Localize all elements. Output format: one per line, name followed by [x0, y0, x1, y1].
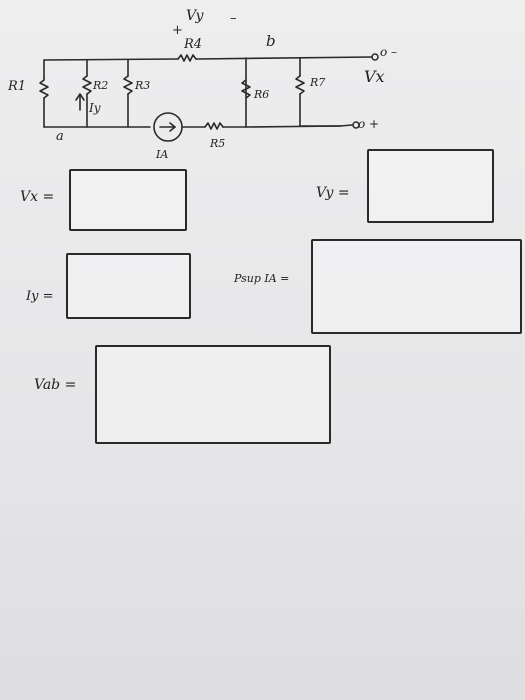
r1-label: R1	[7, 79, 26, 94]
r5-resistor	[204, 122, 224, 130]
r7-resistor	[295, 75, 305, 95]
vy-minus-label: –	[230, 11, 237, 26]
terminal-top-label: o –	[380, 45, 397, 59]
r2-label: R2	[92, 79, 108, 92]
iy-answer-box[interactable]	[66, 253, 191, 319]
vx-answer-label: Vx =	[20, 189, 55, 205]
psup-answer-label: Psup IA =	[234, 272, 290, 285]
node-a-label: a	[56, 129, 64, 144]
r5-label: R5	[209, 137, 225, 150]
psup-answer-box[interactable]	[311, 239, 522, 334]
r4-label: R4	[183, 37, 202, 52]
r3-resistor	[123, 75, 133, 95]
vy-answer-box[interactable]	[367, 149, 494, 223]
r6-resistor	[241, 79, 251, 99]
iy-circuit-label: Iy	[88, 101, 101, 115]
r1-resistor	[39, 79, 49, 99]
iy-answer-label: Iy =	[26, 289, 54, 304]
terminal-bottom-label: o +	[358, 117, 379, 131]
vy-label: Vy	[186, 8, 205, 24]
r6-label: R6	[253, 88, 269, 101]
vab-answer-box[interactable]	[95, 345, 331, 444]
circuit-diagram: + Vy – R4 b o – Vx R1 R2 R3 Iy R6 R7 o +…	[7, 8, 397, 160]
r3-label: R3	[134, 79, 150, 92]
vy-answer-label: Vy =	[316, 185, 350, 201]
node-b-label: b	[266, 32, 276, 50]
r7-label: R7	[309, 76, 325, 89]
vx-answer-box[interactable]	[69, 169, 187, 231]
vy-plus-label: +	[172, 23, 183, 38]
r2-resistor	[82, 75, 92, 95]
vx-circuit-label: Vx	[364, 67, 385, 86]
r4-resistor	[177, 54, 197, 62]
ia-label: IA	[155, 148, 168, 160]
vab-answer-label: Vab =	[34, 377, 77, 393]
